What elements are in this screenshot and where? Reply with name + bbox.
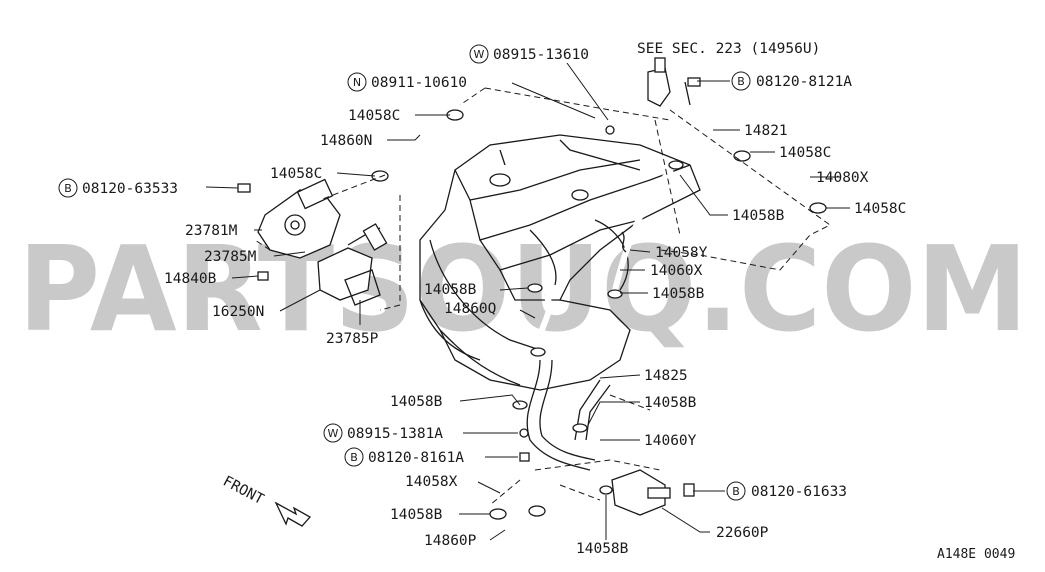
- svg-text:08911-10610: 08911-10610: [371, 75, 467, 91]
- svg-text:W: W: [328, 427, 339, 440]
- svg-text:W: W: [474, 48, 485, 61]
- svg-text:08915-13610: 08915-13610: [493, 47, 589, 63]
- svg-text:08120-61633: 08120-61633: [751, 484, 847, 500]
- washer-symbol-icon: [323, 423, 343, 443]
- callout-14058c-top: 14058C: [348, 108, 400, 124]
- callout-14058c-right1: 14058C: [779, 145, 831, 161]
- bolt-symbol-icon: [731, 71, 751, 91]
- callout-14825: 14825: [644, 368, 688, 384]
- bolt-symbol-icon: [344, 447, 364, 467]
- svg-text:B: B: [732, 485, 740, 498]
- svg-text:08120-63533: 08120-63533: [82, 181, 178, 197]
- callout-14060y: 14060Y: [644, 433, 697, 449]
- callout-14860q: 14860Q: [444, 301, 496, 317]
- callout-22660p: 22660P: [716, 525, 769, 541]
- watermark: PARTSOUQ.COM: [18, 220, 1028, 358]
- leader-lines: [205, 62, 850, 541]
- callout-14860p: 14860P: [424, 533, 477, 549]
- callout-16250n: 16250N: [212, 304, 264, 320]
- assembly-boundaries: [254, 87, 831, 506]
- intake-manifold-drawing: [419, 134, 701, 391]
- svg-text:08120-8161A: 08120-8161A: [368, 450, 464, 466]
- svg-text:08120-8121A: 08120-8121A: [756, 74, 852, 90]
- callout-14058b-lowright: 14058B: [644, 395, 697, 411]
- callout-14058c-left: 14058C: [270, 166, 322, 182]
- nut-symbol-icon: [347, 72, 367, 92]
- callout-14821: 14821: [744, 123, 788, 139]
- callout-14058x: 14058X: [405, 474, 458, 490]
- bolt-symbol-icon: [58, 178, 78, 198]
- callout-b-08120-63533: B 08120-63533: [58, 178, 178, 198]
- callout-w-08915-13610: W 08915-13610: [469, 44, 589, 64]
- svg-text:N: N: [353, 76, 361, 89]
- see-sec-reference: SEE SEC. 223 (14956U): [637, 41, 820, 57]
- diagram-code: A148E 0049: [937, 547, 1015, 562]
- svg-text:B: B: [64, 182, 72, 195]
- callout-n-08911-10610: N 08911-10610: [347, 72, 467, 92]
- washer-symbol-icon: [469, 44, 489, 64]
- callout-14058c-right2: 14058C: [854, 201, 906, 217]
- callout-w-08915-1381a: W 08915-1381A: [323, 423, 443, 443]
- callout-14058b-mid: 14058B: [652, 286, 705, 302]
- callout-23785p: 23785P: [326, 331, 379, 347]
- callout-23785m: 23785M: [204, 249, 257, 265]
- svg-text:B: B: [737, 75, 745, 88]
- callout-14840b: 14840B: [164, 271, 217, 287]
- callout-23781m: 23781M: [185, 223, 238, 239]
- callout-14058b-bottom: 14058B: [576, 541, 629, 557]
- callout-14860n: 14860N: [320, 133, 372, 149]
- hoses-and-parts: [237, 57, 827, 548]
- callout-b-08120-8121a: B 08120-8121A: [731, 71, 852, 91]
- callout-14060x: 14060X: [650, 263, 703, 279]
- svg-text:08915-1381A: 08915-1381A: [347, 426, 443, 442]
- front-indicator: FRONT: [220, 473, 312, 527]
- callout-14058b-lowleft: 14058B: [390, 394, 443, 410]
- bolt-symbol-icon: [726, 481, 746, 501]
- callout-14058y: 14058Y: [655, 245, 708, 261]
- front-label: FRONT: [220, 473, 266, 508]
- callout-b-08120-61633: B 08120-61633: [726, 481, 847, 501]
- callout-labels: SEE SEC. 223 (14956U) W 08915-13610 N 08…: [58, 41, 906, 557]
- callout-14058b-bottomleft: 14058B: [390, 507, 443, 523]
- front-arrow-icon: [274, 501, 312, 527]
- callout-14058b-right: 14058B: [732, 208, 785, 224]
- callout-b-08120-8161a: B 08120-8161A: [344, 447, 464, 467]
- callout-14080x: 14080X: [816, 170, 869, 186]
- svg-text:B: B: [350, 451, 358, 464]
- callout-14058b-center: 14058B: [424, 282, 477, 298]
